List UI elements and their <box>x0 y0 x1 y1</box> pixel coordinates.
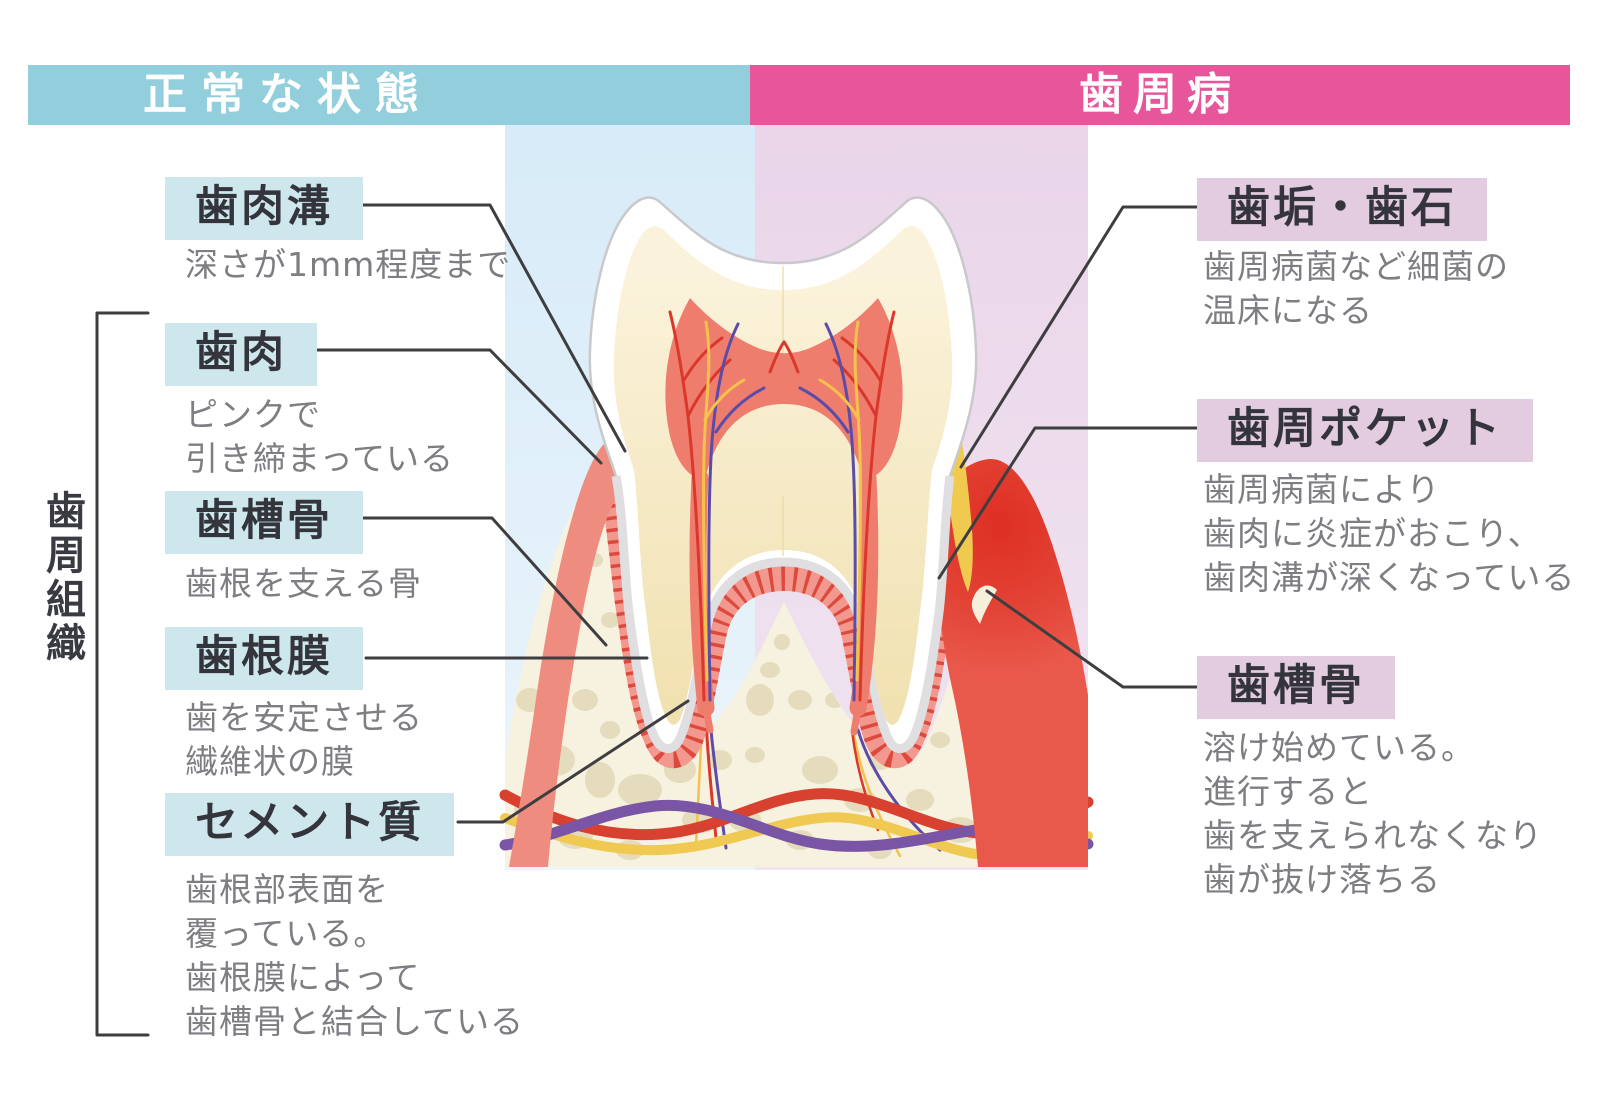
desc-periodontal-ligament: 歯を安定させる 繊維状の膜 <box>185 698 423 781</box>
header-normal-state: 正常な状態 <box>28 65 750 125</box>
label-cementum: セメント質 <box>165 793 455 857</box>
desc-alveolar-bone-right: 溶け始めている。 進行すると 歯を支えられなくなり 歯が抜け落ちる <box>1203 728 1543 899</box>
header-periodontal-disease: 歯周病 <box>750 65 1570 125</box>
leader-periodontal-pocket <box>937 426 1199 580</box>
label-alveolar-bone-left: 歯槽骨 <box>165 491 363 555</box>
desc-cementum: 歯根部表面を 覆っている。 歯根膜によって 歯槽骨と結合している <box>185 870 525 1041</box>
periodontal-tissue-label: 歯周組織 <box>39 490 85 666</box>
cementum-rim <box>611 475 955 753</box>
pulp-vessels <box>668 310 896 702</box>
header-normal-label: 正常な状態 <box>143 69 433 120</box>
desc-plaque-tartar: 歯周病菌など細菌の 温床になる <box>1203 247 1509 330</box>
label-plaque-tartar: 歯垢・歯石 <box>1197 178 1487 242</box>
tooth <box>588 196 978 753</box>
label-periodontal-ligament: 歯根膜 <box>165 627 363 691</box>
healthy-gum <box>509 436 652 867</box>
header-disease-label: 歯周病 <box>1079 69 1241 120</box>
leader-gingival-sulcus <box>358 203 627 453</box>
label-periodontal-pocket: 歯周ポケット <box>1197 399 1533 463</box>
periodontal-tissue-bracket <box>95 311 150 1037</box>
desc-gingiva: ピンクで 引き締まっている <box>185 395 455 478</box>
label-gingival-sulcus: 歯肉溝 <box>165 177 363 241</box>
leader-alveolar-bone-left <box>358 516 608 647</box>
desc-periodontal-pocket: 歯周病菌により 歯肉に炎症がおこり、 歯肉溝が深くなっている <box>1203 470 1576 597</box>
label-alveolar-bone-right: 歯槽骨 <box>1197 656 1395 720</box>
leader-gingiva <box>312 348 603 465</box>
label-gingiva: 歯肉 <box>165 323 317 387</box>
desc-alveolar-bone-left: 歯根を支える骨 <box>185 564 423 603</box>
leader-plaque-tartar <box>959 205 1199 469</box>
leader-alveolar-bone-right <box>985 589 1199 689</box>
leader-cementum <box>456 699 690 824</box>
desc-gingival-sulcus: 深さが1mm程度まで <box>185 245 512 284</box>
